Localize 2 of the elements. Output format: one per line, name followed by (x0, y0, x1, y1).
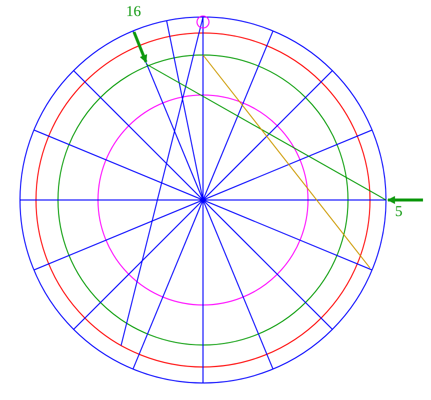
point-number: 16 (126, 4, 141, 20)
point-number: 5 (395, 204, 402, 220)
